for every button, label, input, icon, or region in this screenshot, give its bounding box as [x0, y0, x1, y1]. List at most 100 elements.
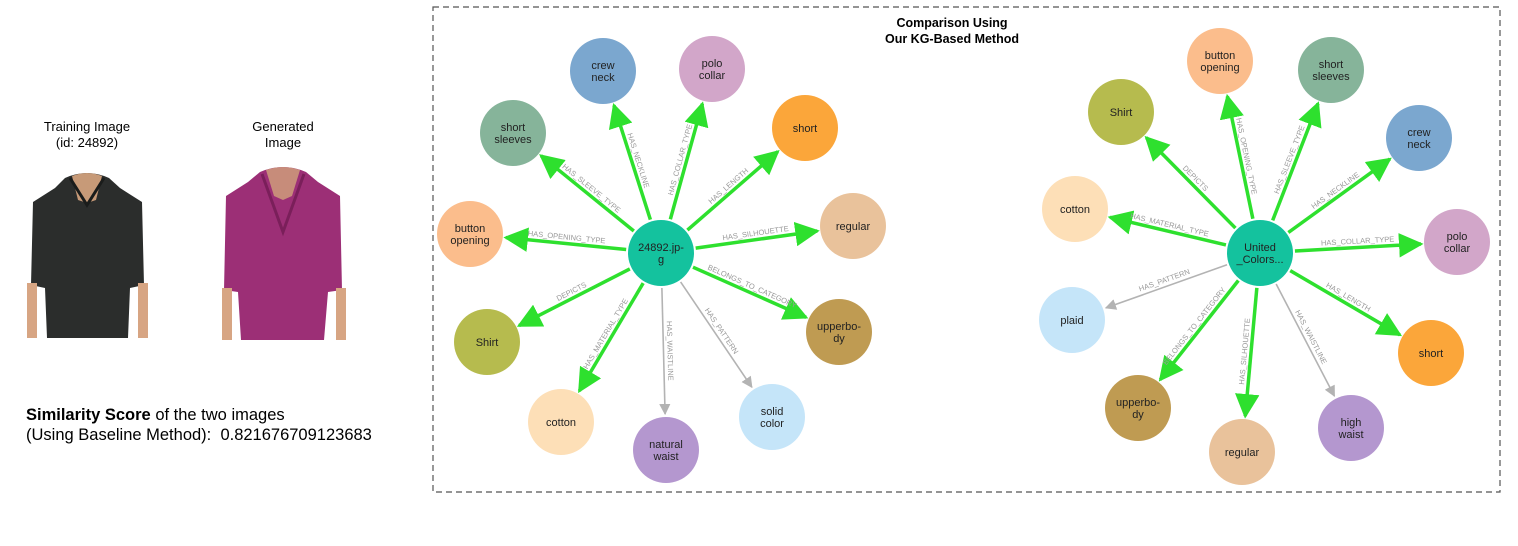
node-label: neck	[591, 72, 615, 84]
center-node[interactable]: 24892.jp-g	[628, 220, 694, 286]
edge-has-collar-type	[1294, 233, 1424, 258]
center-node-label: _Colors...	[1235, 254, 1283, 266]
node-upperbo-dy[interactable]: upperbo-dy	[806, 299, 872, 365]
generated-caption-line2: Image	[264, 135, 302, 150]
node-circle	[1042, 176, 1108, 242]
node-label: waist	[1337, 429, 1363, 441]
node-circle	[739, 384, 805, 450]
edge-label-has-collar-type: HAS_COLLAR_TYPE	[1321, 234, 1395, 247]
edge-label-has-waistline: HAS_WAISTLINE	[665, 321, 676, 381]
edge-has-pattern	[679, 281, 753, 389]
training-image-caption: Training Image (id: 24892)	[27, 119, 147, 151]
node-label: cotton	[546, 417, 576, 429]
node-circle	[772, 95, 838, 161]
edge-belongs-to-category	[1158, 279, 1240, 382]
node-label: sleeves	[494, 134, 532, 146]
node-label: button	[455, 223, 486, 235]
node-cotton[interactable]: cotton	[528, 389, 594, 455]
edge-label-has-neckline: HAS_NECKLINE	[1310, 170, 1362, 211]
edge-has-waistline	[1275, 283, 1336, 398]
edge-label-has-sleeve-type: HAS_SLEEVE_TYPE	[1272, 124, 1307, 195]
node-upperbo-dy[interactable]: upperbo-dy	[1105, 375, 1171, 441]
edge-has-neckline	[608, 102, 653, 221]
node-circle	[1398, 320, 1464, 386]
edge-label-belongs-to-category: BELONGS_TO_CATEGORY	[706, 263, 798, 310]
node-short[interactable]: short	[1398, 320, 1464, 386]
node-label: polo	[1447, 231, 1468, 243]
edge-has-sleeve-type	[1271, 101, 1322, 222]
node-shirt[interactable]: Shirt	[1088, 79, 1154, 145]
edge-label-has-material-type: HAS_MATERIAL_TYPE	[581, 297, 630, 371]
training-caption-line1: Training Image	[43, 119, 131, 134]
node-label: neck	[1407, 139, 1431, 151]
node-label: Shirt	[1110, 107, 1133, 119]
node-label: sleeves	[1312, 71, 1350, 83]
node-circle	[1039, 287, 1105, 353]
center-node-label: g	[658, 254, 664, 266]
edge-has-collar-type	[668, 101, 709, 220]
node-label: dy	[1132, 409, 1144, 421]
node-label: short	[1319, 59, 1343, 71]
node-label: collar	[699, 70, 726, 82]
edge-label-has-waistline: HAS_WAISTLINE	[1293, 308, 1329, 365]
generated-image	[222, 167, 346, 340]
edge-has-neckline	[1287, 157, 1392, 234]
edge-has-opening-type	[1219, 93, 1255, 220]
edge-has-opening-type	[503, 227, 627, 252]
node-label: short	[793, 123, 817, 135]
score-value: 0.821676709123683	[220, 426, 372, 444]
center-node-label: United	[1244, 242, 1276, 254]
node-circle	[1386, 105, 1452, 171]
score-method-label: (Using Baseline Method):	[26, 426, 212, 444]
panel-title-line1: Comparison Using	[896, 16, 1007, 30]
node-regular[interactable]: regular	[1209, 419, 1275, 485]
node-regular[interactable]: regular	[820, 193, 886, 259]
node-cotton[interactable]: cotton	[1042, 176, 1108, 242]
node-circle	[820, 193, 886, 259]
node-short[interactable]: short	[772, 95, 838, 161]
node-label: crew	[591, 60, 614, 72]
edge-has-length	[686, 149, 780, 232]
node-label: cotton	[1060, 204, 1090, 216]
node-label: short	[1419, 348, 1443, 360]
edge-depicts	[516, 267, 631, 328]
node-circle	[806, 299, 872, 365]
node-circle	[528, 389, 594, 455]
node-shirt[interactable]: Shirt	[454, 309, 520, 375]
edge-label-has-pattern: HAS_PATTERN	[703, 306, 740, 355]
node-circle	[1088, 79, 1154, 145]
node-label: plaid	[1060, 315, 1083, 327]
node-circle	[633, 417, 699, 483]
edge-label-has-length: HAS_LENGTH	[1324, 281, 1372, 314]
node-plaid[interactable]: plaid	[1039, 287, 1105, 353]
center-node-circle	[1227, 220, 1293, 286]
node-circle	[480, 100, 546, 166]
edge-has-material-type	[1107, 210, 1227, 247]
score-bold-label: Similarity Score	[26, 406, 151, 424]
node-circle	[570, 38, 636, 104]
node-circle	[437, 201, 503, 267]
center-node[interactable]: United_Colors...	[1227, 220, 1293, 286]
score-rest-label: of the two images	[150, 406, 285, 424]
training-image	[27, 173, 148, 338]
edge-has-pattern	[1104, 263, 1228, 310]
node-circle	[679, 36, 745, 102]
edge-label-has-sleeve-type: HAS_SLEEVE_TYPE	[560, 162, 622, 215]
node-label: upperbo-	[1116, 397, 1160, 409]
node-label: high	[1341, 417, 1362, 429]
edge-has-material-type	[577, 282, 645, 394]
center-node-label: 24892.jp-	[638, 242, 684, 254]
